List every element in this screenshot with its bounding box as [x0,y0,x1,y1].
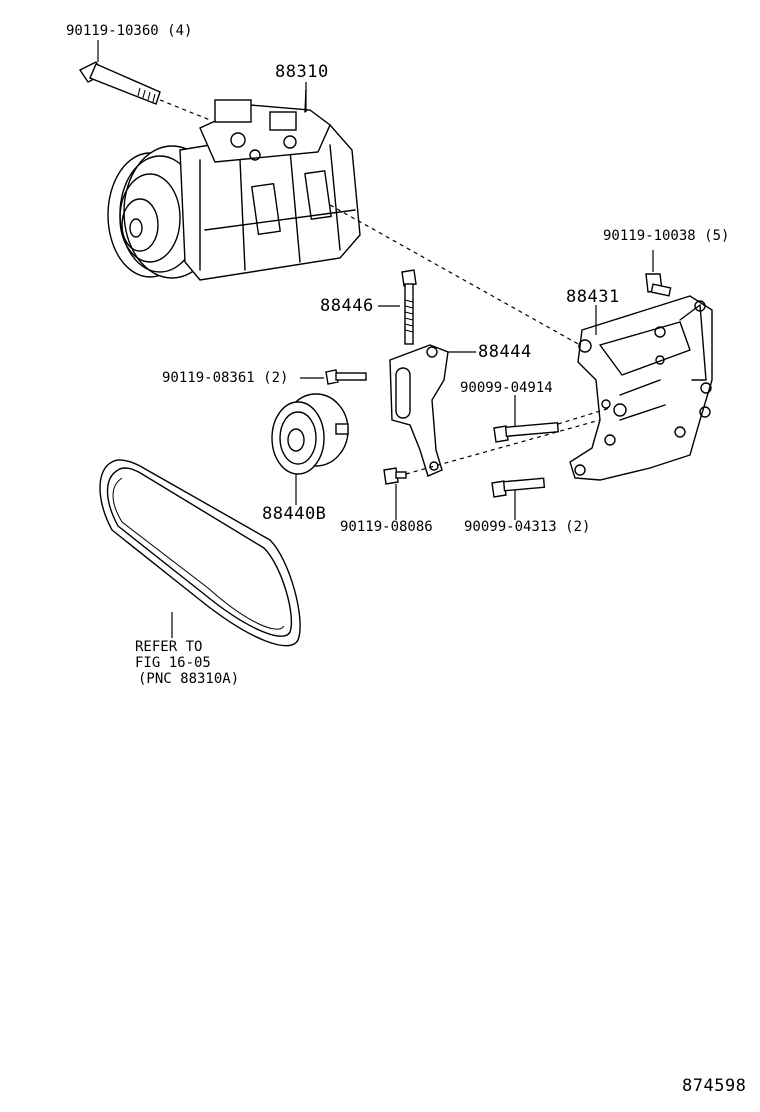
figure-number: 874598 [682,1076,747,1096]
label-bolt-small[interactable]: 90119-08086 [340,519,433,535]
label-bolt-pulley[interactable]: 90119-08361 (2) [162,370,289,386]
label-bolt-bracket[interactable]: 90119-10038 (5) [603,228,730,244]
pulley-bolt-drawing [300,369,367,385]
compressor-bolt-drawing [78,40,161,105]
stud-bolt-short-drawing [491,477,546,520]
belt-note-line1: REFER TO [135,639,203,655]
belt-note-line3[interactable]: (PNC 88310A) [138,671,240,687]
compressor-bracket-dashline [329,204,581,346]
adjust-bolt-drawing [378,269,417,345]
label-stud-bolt-long[interactable]: 90099-04914 [460,380,553,396]
adjust-bracket-drawing [389,344,476,477]
compressor-bolt-dashline [159,99,211,121]
belt-note-line2: FIG 16-05 [135,655,211,671]
label-adjust-bracket[interactable]: 88444 [478,342,532,362]
small-bolt-drawing [383,467,407,520]
v-belt-drawing [99,459,301,647]
stud-bolt-long-drawing [493,395,560,443]
label-adjust-bolt[interactable]: 88446 [320,296,374,316]
label-compressor[interactable]: 88310 [275,62,329,82]
stud-long-dashline [557,407,611,425]
compressor-drawing [107,82,361,281]
small-bolt-dashline [405,419,601,475]
label-stud-bolt-short[interactable]: 90099-04313 (2) [464,519,591,535]
label-bracket[interactable]: 88431 [566,287,620,307]
label-idler-pulley[interactable]: 88440B [262,504,327,524]
bracket-drawing [569,295,713,481]
bracket-bolt-drawing [645,250,672,297]
label-bolt-compressor[interactable]: 90119-10360 (4) [66,23,193,39]
idler-pulley-drawing [271,393,349,505]
